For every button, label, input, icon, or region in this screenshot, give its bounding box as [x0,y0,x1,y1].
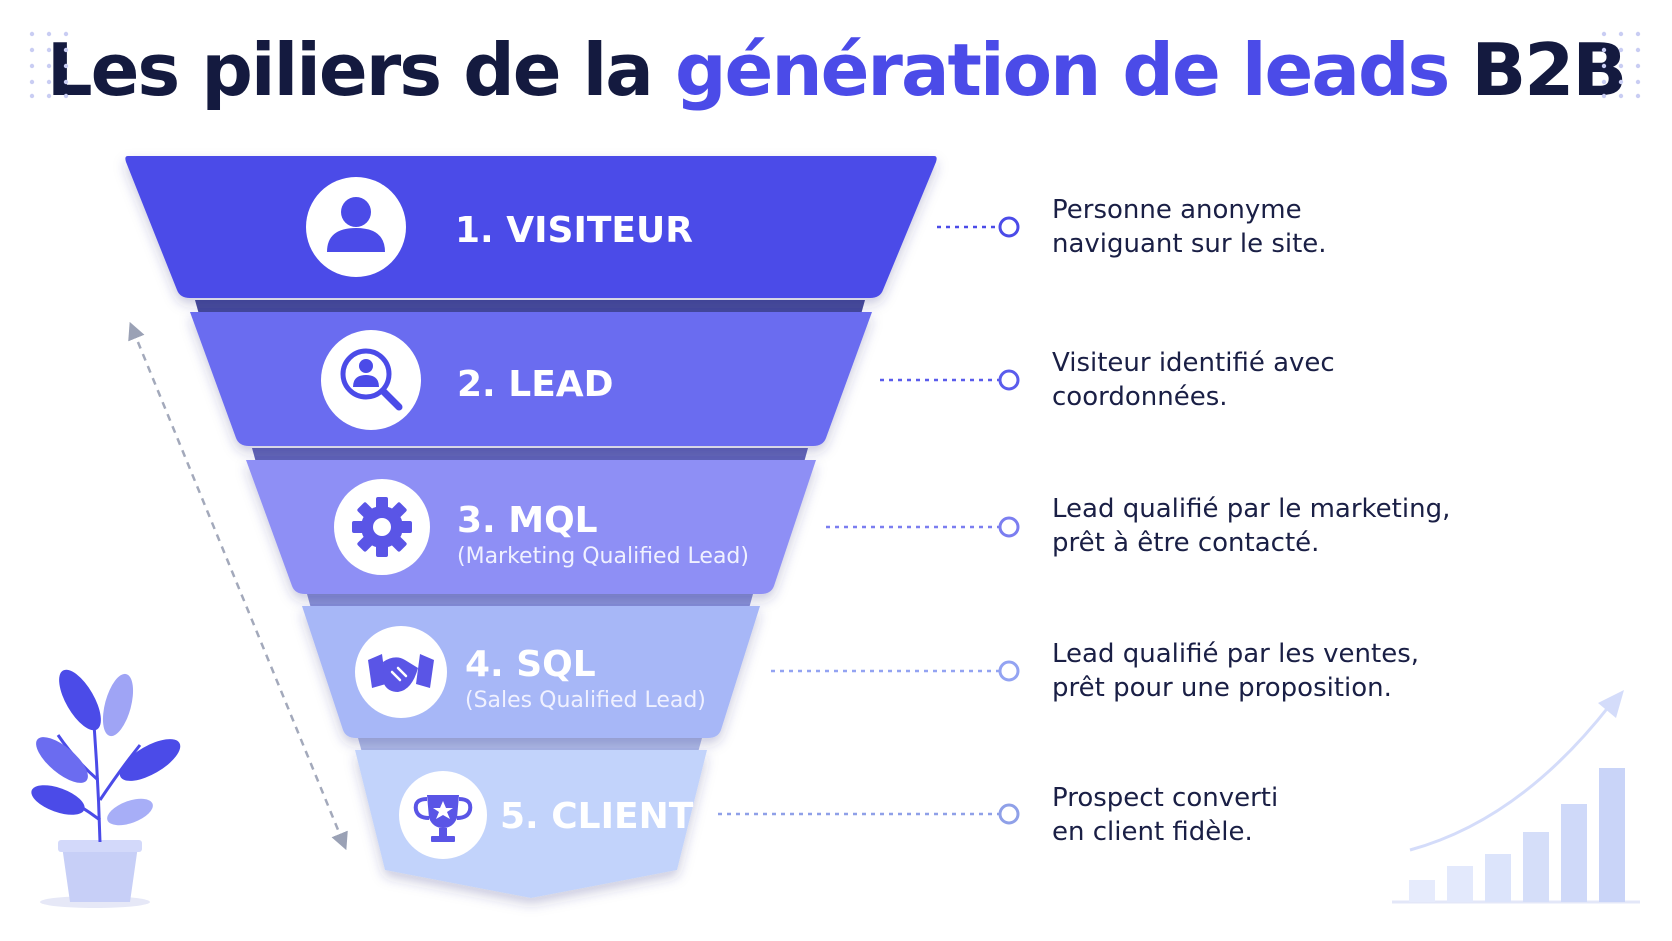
gear-icon [334,479,430,575]
user-icon [306,177,406,277]
stage-description-5: Prospect converti en client fidèle. [1052,781,1572,849]
funnel-progress-arrow [128,321,348,851]
title-accent: génération de leads [674,28,1450,112]
stage-description-1: Personne anonyme naviguant sur le site. [1052,193,1572,261]
desc-5-line-2: en client fidèle. [1052,817,1253,847]
connector-1 [937,216,1020,238]
desc-5-line-1: Prospect converti [1052,783,1279,813]
dot-grid-left [29,31,69,99]
stage-label-1: 1. VISITEUR [455,210,693,251]
dot-grid-right [1601,31,1641,99]
desc-2-line-2: coordonnées. [1052,382,1228,412]
connector-2 [880,369,1020,391]
stage-description-3: Lead qualifié par le marketing, prêt à ê… [1052,492,1572,560]
connector-4 [771,660,1020,682]
connector-5 [718,803,1020,825]
stage-sublabel-3: (Marketing Qualified Lead) [457,544,749,569]
handshake-icon [355,626,447,718]
stage-description-4: Lead qualifié par les ventes, prêt pour … [1052,637,1572,705]
page-title: Les piliers de la génération de leads B2… [0,28,1672,112]
title-part-1: Les piliers de la [46,28,675,112]
stage-label-4: 4. SQL [465,644,596,685]
desc-4-line-2: prêt pour une proposition. [1052,673,1392,703]
connector-3 [826,516,1020,538]
title-part-2: B2B [1448,28,1627,112]
stage-label-3: 3. MQL [457,500,598,541]
growth-bar-chart-illustration [1392,690,1640,904]
desc-3-line-1: Lead qualifié par le marketing, [1052,494,1451,524]
trophy-icon [399,771,487,859]
desc-1-line-1: Personne anonyme [1052,195,1302,225]
desc-3-line-2: prêt à être contacté. [1052,528,1320,558]
stage-sublabel-4: (Sales Qualified Lead) [465,688,706,713]
desc-4-line-1: Lead qualifié par les ventes, [1052,639,1420,669]
stage-label-5: 5. CLIENT [500,796,694,837]
stage-label-2: 2. LEAD [457,364,614,405]
search-user-icon [321,330,421,430]
desc-1-line-2: naviguant sur le site. [1052,229,1327,259]
plant-illustration [31,669,181,908]
stage-description-2: Visiteur identifié avec coordonnées. [1052,346,1572,414]
desc-2-line-1: Visiteur identifié avec [1052,348,1335,378]
